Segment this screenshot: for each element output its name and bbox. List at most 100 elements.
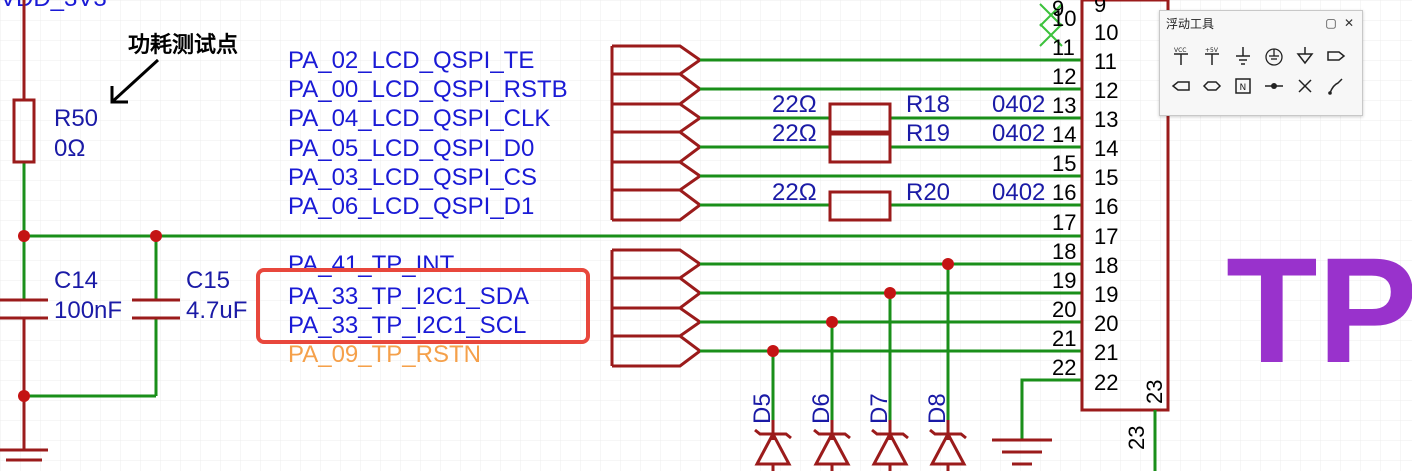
r20-package: 0402 [992, 179, 1045, 206]
c14-capacitor[interactable] [0, 298, 48, 320]
d6-ref: D6 [808, 393, 835, 424]
pin-number: 10 [1094, 20, 1118, 45]
pin-number: 19 [1094, 282, 1118, 307]
pin-number: 15 [1052, 151, 1076, 176]
svg-text:N: N [1240, 83, 1247, 93]
d6-diode[interactable] [813, 420, 851, 471]
pin-number: 22 [1094, 370, 1118, 395]
pin-number: 23 [1142, 380, 1167, 404]
svg-text:+5V: +5V [1205, 47, 1219, 54]
net-label-lcd-te[interactable]: PA_02_LCD_QSPI_TE [288, 47, 534, 74]
r19-value: 22Ω [772, 120, 817, 147]
pin-number: 13 [1094, 107, 1118, 132]
probe-icon[interactable] [1321, 71, 1351, 101]
restore-icon[interactable]: ▢ [1325, 16, 1337, 30]
r50-body[interactable] [12, 98, 36, 164]
net-label-tp-int[interactable]: PA_41_TP_INT [288, 251, 455, 278]
pin-number: 10 [1052, 6, 1076, 31]
junction [18, 390, 30, 402]
r50-ref: R50 [54, 105, 98, 132]
pin-number: 9 [1052, 0, 1064, 21]
pin-number: 14 [1094, 136, 1118, 161]
svg-text:VCC: VCC [1174, 47, 1186, 54]
pin-number-bottom: 23 [1124, 426, 1149, 450]
r20-ref: R20 [906, 179, 950, 206]
d7-ref: D7 [866, 393, 893, 424]
r18-ref: R18 [906, 91, 950, 118]
pin-number: 17 [1052, 210, 1076, 235]
pin-number: 19 [1052, 268, 1076, 293]
annotation-arrow-icon [110, 58, 160, 104]
pin-number: 17 [1094, 224, 1118, 249]
pin-number: 16 [1094, 194, 1118, 219]
palette-titlebar[interactable]: 浮动工具 ▢ ✕ [1160, 11, 1362, 35]
net-label-lcd-clk[interactable]: PA_04_LCD_QSPI_CLK [288, 105, 550, 132]
c15-value: 4.7uF [186, 297, 247, 324]
close-icon[interactable]: ✕ [1343, 16, 1355, 30]
net-label-tp-scl[interactable]: PA_33_TP_I2C1_SCL [288, 312, 526, 339]
tp-connector-body[interactable] [1080, 0, 1170, 412]
junction [767, 345, 779, 357]
pin-number: 16 [1052, 180, 1076, 205]
pin-number: 11 [1052, 35, 1075, 60]
no-connect-icon [1039, 3, 1063, 47]
power-test-annotation: 功耗测试点 [128, 32, 238, 58]
connector-title: TP [1226, 226, 1412, 394]
net-label-lcd-d0[interactable]: PA_05_LCD_QSPI_D0 [288, 135, 534, 162]
net-label-lcd-cs[interactable]: PA_03_LCD_QSPI_CS [288, 164, 537, 191]
r50-value: 0Ω [54, 135, 85, 162]
r18-body[interactable] [828, 102, 892, 134]
r20-value: 22Ω [772, 179, 817, 206]
palette-title: 浮动工具 [1166, 16, 1215, 31]
pin-number: 20 [1094, 311, 1118, 336]
c14-value: 100nF [54, 297, 122, 324]
junction-icon[interactable] [1259, 71, 1289, 101]
pin-number: 9 [1094, 0, 1106, 17]
net-label-lcd-d1[interactable]: PA_06_LCD_QSPI_D1 [288, 193, 534, 220]
earth-ground-icon[interactable] [1259, 41, 1289, 71]
pin-number: 14 [1052, 122, 1076, 147]
pin-number: 22 [1052, 355, 1076, 380]
lcd-wires [700, 58, 1082, 207]
junction [942, 258, 954, 270]
net-flag-icon[interactable]: N [1228, 71, 1258, 101]
r19-body[interactable] [828, 132, 892, 164]
pin-numbers-right: 9 10 11 12 13 14 15 16 17 18 19 20 21 22… [1094, 0, 1167, 404]
junction [884, 287, 896, 299]
pin-number: 13 [1052, 93, 1076, 118]
port-output-icon[interactable] [1321, 41, 1351, 71]
signal-ground-icon[interactable] [1290, 41, 1320, 71]
d5-ref: D5 [749, 393, 776, 424]
d8-ref: D8 [924, 393, 951, 424]
no-connect-tool-icon[interactable] [1290, 71, 1320, 101]
highlight-box [256, 268, 590, 344]
pin-number: 11 [1094, 49, 1117, 74]
gnd-icon[interactable] [1228, 41, 1258, 71]
port-input-icon[interactable] [1166, 71, 1196, 101]
vcc-icon[interactable]: VCC [1166, 41, 1196, 71]
floating-tools-panel[interactable]: 浮动工具 ▢ ✕ VCC +5V N [1159, 10, 1363, 116]
c15-capacitor[interactable] [132, 298, 180, 320]
pin-numbers-left: 9 10 11 12 13 14 15 16 17 18 19 20 21 22 [1052, 0, 1076, 380]
d7-diode[interactable] [871, 420, 909, 471]
pin-number: 15 [1094, 165, 1118, 190]
pin-number: 20 [1052, 297, 1076, 322]
net-label-tp-sda[interactable]: PA_33_TP_I2C1_SDA [288, 283, 529, 310]
gnd-symbol-left [0, 448, 48, 462]
plus5v-icon[interactable]: +5V [1197, 41, 1227, 71]
d8-diode[interactable] [929, 420, 967, 471]
d5-diode[interactable] [754, 420, 792, 471]
junction [826, 316, 838, 328]
net-label-tp-rstn[interactable]: PA_09_TP_RSTN [288, 341, 481, 368]
r20-body[interactable] [828, 190, 892, 222]
net-label-lcd-rstb[interactable]: PA_00_LCD_QSPI_RSTB [288, 76, 568, 103]
gnd-symbol-right [992, 438, 1052, 466]
junction [150, 230, 162, 242]
port-bidir-icon[interactable] [1197, 71, 1227, 101]
r19-ref: R19 [906, 120, 950, 147]
junction [18, 230, 30, 242]
r19-package: 0402 [992, 120, 1045, 147]
palette-tool-grid: VCC +5V N [1160, 35, 1362, 107]
r18-package: 0402 [992, 91, 1045, 118]
